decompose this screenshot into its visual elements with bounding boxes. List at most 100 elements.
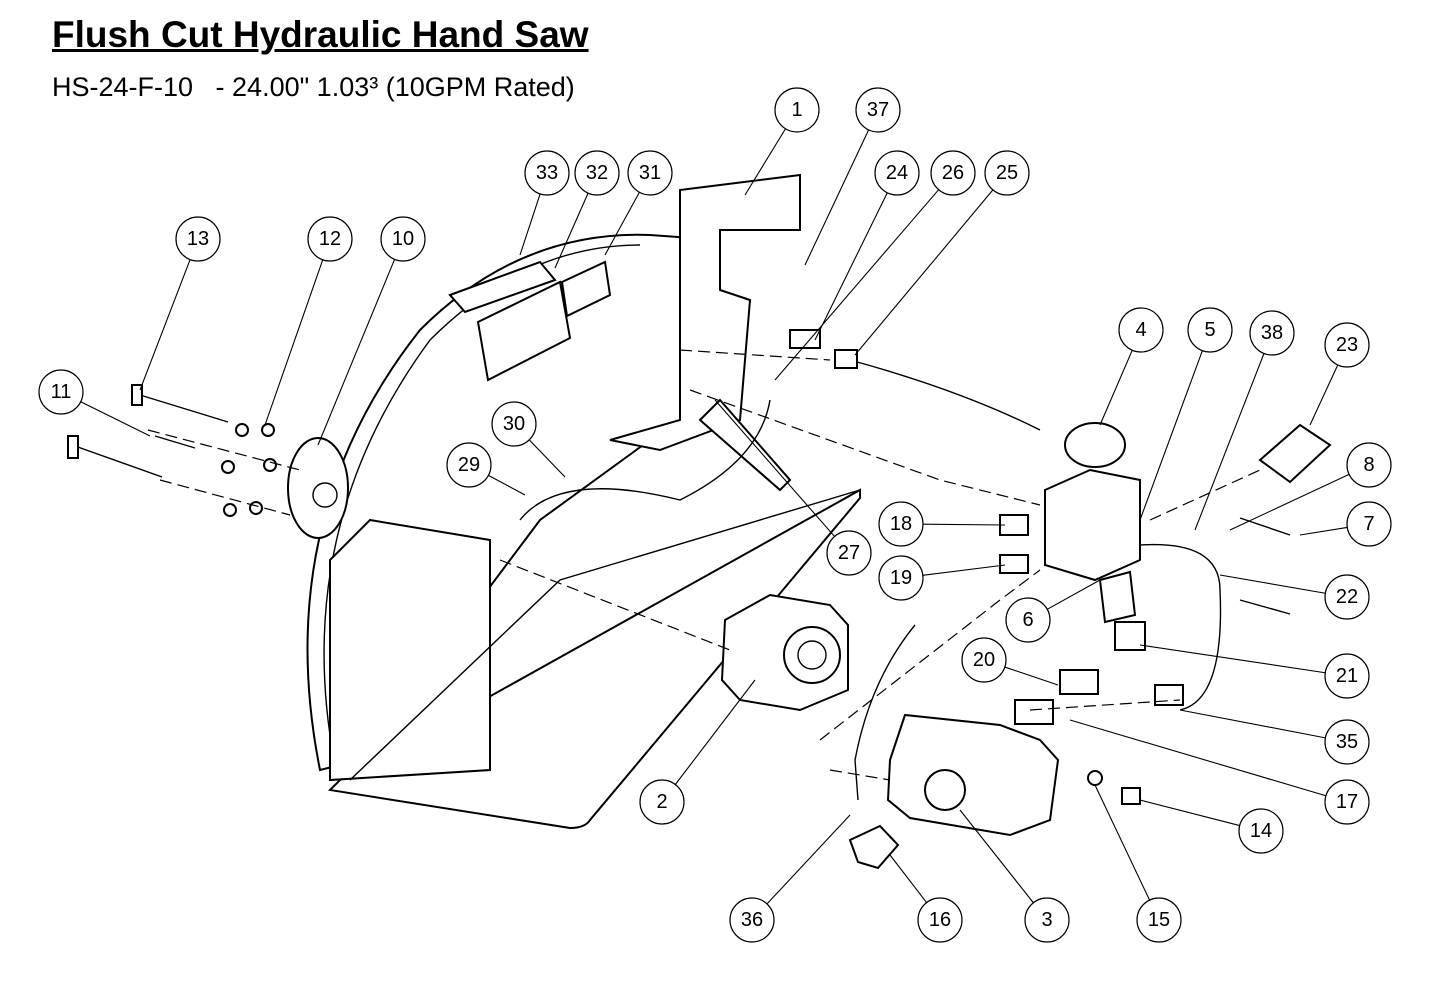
callout-circle	[38, 369, 84, 415]
callout-24: 24	[814, 150, 920, 341]
leader-line	[1309, 364, 1339, 426]
callout-circle	[574, 150, 620, 196]
callout-30: 30	[491, 401, 566, 478]
callout-13: 13	[139, 216, 221, 391]
callout-33: 33	[519, 150, 570, 256]
callout-circle	[917, 897, 963, 943]
leader-line	[1139, 644, 1326, 674]
callout-circle	[446, 442, 492, 488]
callout-number: 38	[1261, 322, 1283, 344]
callout-circle	[729, 897, 775, 943]
leader-line	[674, 679, 756, 785]
callout-circle	[1238, 808, 1284, 854]
callout-38: 38	[1194, 310, 1295, 531]
callout-number: 35	[1336, 731, 1358, 753]
direction-arrow-decal	[448, 260, 557, 314]
callout-10: 10	[317, 216, 426, 446]
callout-number: 5	[1204, 319, 1215, 341]
valve-fitting	[1098, 570, 1137, 624]
leader-line	[1004, 666, 1059, 686]
callout-circle	[1346, 442, 1392, 488]
callout-circle	[1118, 307, 1164, 353]
callout-circle	[1249, 310, 1295, 356]
leader-line	[1046, 579, 1101, 610]
hose-36	[854, 624, 916, 801]
callout-circle	[639, 779, 685, 825]
callout-17: 17	[1069, 719, 1370, 825]
callout-36: 36	[729, 814, 851, 943]
callout-number: 31	[639, 162, 661, 184]
callout-circle	[961, 637, 1007, 683]
callout-circle	[175, 216, 221, 262]
callout-20: 20	[961, 637, 1059, 686]
callout-29: 29	[446, 442, 526, 496]
callout-number: 17	[1336, 791, 1358, 813]
callout-number: 1	[791, 99, 802, 121]
callout-circle	[878, 555, 924, 601]
callout-32: 32	[554, 150, 620, 269]
callout-circle	[855, 87, 901, 133]
callout-37: 37	[804, 87, 901, 266]
callout-number: 10	[392, 228, 414, 250]
leader-line	[488, 474, 526, 496]
callout-27: 27	[714, 399, 872, 576]
relief-valve	[1064, 422, 1126, 468]
handle-bracket	[698, 398, 792, 492]
callout-12: 12	[264, 216, 353, 426]
callout-number: 23	[1336, 334, 1358, 356]
callout-19: 19	[878, 555, 1006, 601]
leader-line	[1299, 526, 1348, 536]
callout-8: 8	[1229, 442, 1392, 531]
leader-line	[604, 192, 640, 256]
callout-circle	[1005, 597, 1051, 643]
callout-circle	[984, 150, 1030, 196]
callout-number: 6	[1022, 609, 1033, 631]
leader-line	[854, 189, 994, 356]
pressure-decal	[560, 260, 612, 318]
callout-number: 13	[187, 228, 209, 250]
bolts	[67, 384, 1291, 615]
callout-circle	[1024, 897, 1070, 943]
callout-number: 30	[503, 413, 525, 435]
callout-21: 21	[1139, 644, 1370, 699]
leader-line	[714, 399, 835, 537]
leader-line	[774, 189, 940, 381]
callout-18: 18	[878, 501, 1006, 547]
leader-line	[922, 564, 1006, 576]
leader-line	[1219, 574, 1326, 594]
elbow-fitting	[848, 824, 900, 870]
callout-2: 2	[639, 679, 756, 825]
callout-number: 12	[319, 228, 341, 250]
callout-circle	[491, 401, 537, 447]
hose-35	[1139, 543, 1222, 711]
callout-number: 25	[996, 162, 1018, 184]
leader-line	[1094, 784, 1151, 901]
callout-6: 6	[1005, 579, 1101, 643]
leader-line	[554, 192, 589, 269]
callout-4: 4	[1099, 307, 1164, 426]
callout-circle	[826, 530, 872, 576]
callout-14: 14	[1139, 799, 1284, 854]
callout-16: 16	[889, 854, 963, 943]
callout-number: 3	[1041, 909, 1052, 931]
callout-circle	[930, 150, 976, 196]
valve-block	[1044, 468, 1141, 582]
callout-circle	[1324, 574, 1370, 620]
leader-line	[804, 129, 870, 266]
leader-line	[744, 128, 786, 196]
callout-number: 22	[1336, 586, 1358, 608]
callout-circle	[874, 150, 920, 196]
quick-coupler	[1258, 423, 1332, 484]
hose-30	[519, 399, 771, 521]
leader-line	[519, 193, 541, 256]
callout-number: 24	[886, 162, 908, 184]
callout-15: 15	[1094, 784, 1182, 943]
leader-line	[139, 259, 191, 391]
callout-circle	[1187, 307, 1233, 353]
leader-line	[1139, 799, 1240, 827]
callout-5: 5	[1139, 307, 1233, 521]
leader-line	[1194, 353, 1265, 531]
callout-circle	[1136, 897, 1182, 943]
